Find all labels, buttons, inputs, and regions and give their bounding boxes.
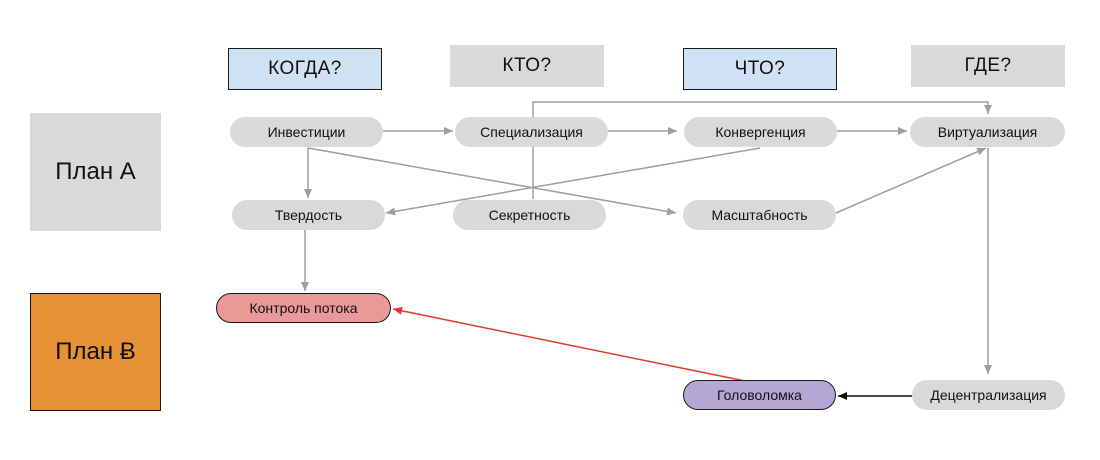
node-decentralization: Децентрализация <box>912 380 1065 410</box>
node-specialization: Специализация <box>455 117 608 147</box>
node-convergence: Конвергенция <box>684 117 837 147</box>
node-investments: Инвестиции <box>230 117 383 147</box>
edge-investments-scalability <box>307 147 677 216</box>
node-flow-control: Контроль потока <box>216 293 391 323</box>
edge-puzzle-flowcontrol <box>392 306 746 382</box>
header-what: ЧТО? <box>683 48 837 90</box>
node-scalability: Масштабность <box>683 200 836 230</box>
header-where: ГДЕ? <box>911 45 1065 87</box>
node-hardness: Твердость <box>232 200 385 230</box>
node-virtualization: Виртуализация <box>910 117 1065 147</box>
plan-a-box: План А <box>30 113 161 231</box>
node-puzzle: Головоломка <box>683 380 836 410</box>
header-when: КОГДА? <box>228 48 382 90</box>
node-secrecy: Секретность <box>453 200 606 230</box>
edge-scalability-virtualization <box>835 147 987 214</box>
edge-convergence-hardness <box>385 147 761 216</box>
header-who: КТО? <box>450 45 604 87</box>
plan-b-box: План Ƀ <box>30 293 161 411</box>
